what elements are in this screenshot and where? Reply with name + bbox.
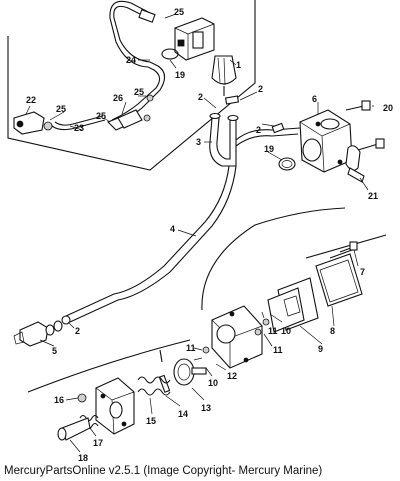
callout-21: 21 (368, 191, 378, 201)
callout-24: 24 (126, 55, 136, 65)
fitting-5 (13, 320, 63, 347)
hose-3-fittings (209, 95, 301, 167)
callout-11: 11 (273, 345, 283, 355)
callout-25: 25 (174, 7, 184, 17)
diaphragm-spring-parts (137, 349, 207, 396)
section-dividers (27, 207, 387, 393)
callout-16: 16 (54, 395, 64, 405)
leader-lines (25, 13, 374, 453)
pump-housing (95, 377, 135, 435)
callout-2: 2 (198, 92, 203, 102)
inset-frame (7, 0, 256, 171)
callout-22: 22 (26, 95, 36, 105)
callout-23: 23 (74, 123, 84, 133)
callout-19: 19 (175, 70, 185, 80)
callout-26: 26 (113, 93, 123, 103)
callout-4: 4 (170, 224, 175, 234)
callout-10: 10 (281, 326, 291, 336)
inset-fuel-line (51, 0, 166, 131)
callout-8: 8 (330, 326, 335, 336)
callout-9: 9 (318, 344, 323, 354)
callout-6: 6 (312, 94, 317, 104)
cover-assembly-8-9 (267, 241, 363, 333)
callout-1: 1 (236, 60, 241, 70)
callout-2: 2 (256, 125, 261, 135)
fuel-pump-exploded-diagram: 25 24 19 1 22 25 26 25 25 23 2 2 2 6 20 … (7, 0, 393, 462)
callout-25: 25 (134, 87, 144, 97)
screws-20-bracket-21 (345, 100, 385, 183)
callout-11: 11 (186, 343, 196, 353)
callout-13: 13 (201, 403, 211, 413)
callout-19: 19 (264, 144, 274, 154)
callout-12: 12 (227, 371, 237, 381)
callout-7: 7 (360, 267, 365, 277)
callout-labels: 25 24 19 1 22 25 26 25 25 23 2 2 2 6 20 … (26, 7, 393, 462)
inset-fittings (13, 94, 154, 135)
check-valve-parts (57, 393, 99, 441)
callout-14: 14 (178, 409, 188, 419)
callout-17: 17 (93, 438, 103, 448)
callout-10: 10 (208, 378, 218, 388)
callout-2: 2 (75, 326, 80, 336)
inset-fuel-filter-assembly (161, 17, 237, 96)
fuel-hose-4 (61, 165, 237, 325)
callout-18: 18 (78, 453, 88, 462)
callout-15: 15 (146, 416, 156, 426)
callout-3: 3 (196, 137, 201, 147)
callout-5: 5 (52, 346, 57, 356)
pump-body (202, 305, 270, 369)
callout-11: 11 (268, 326, 278, 336)
copyright-caption: MercuryPartsOnline v2.5.1 (Image Copyrig… (4, 465, 323, 477)
callout-25: 25 (96, 111, 106, 121)
callout-2: 2 (258, 84, 263, 94)
fuel-pump-6 (278, 109, 353, 173)
callout-20: 20 (383, 103, 393, 113)
callout-25: 25 (56, 104, 66, 114)
